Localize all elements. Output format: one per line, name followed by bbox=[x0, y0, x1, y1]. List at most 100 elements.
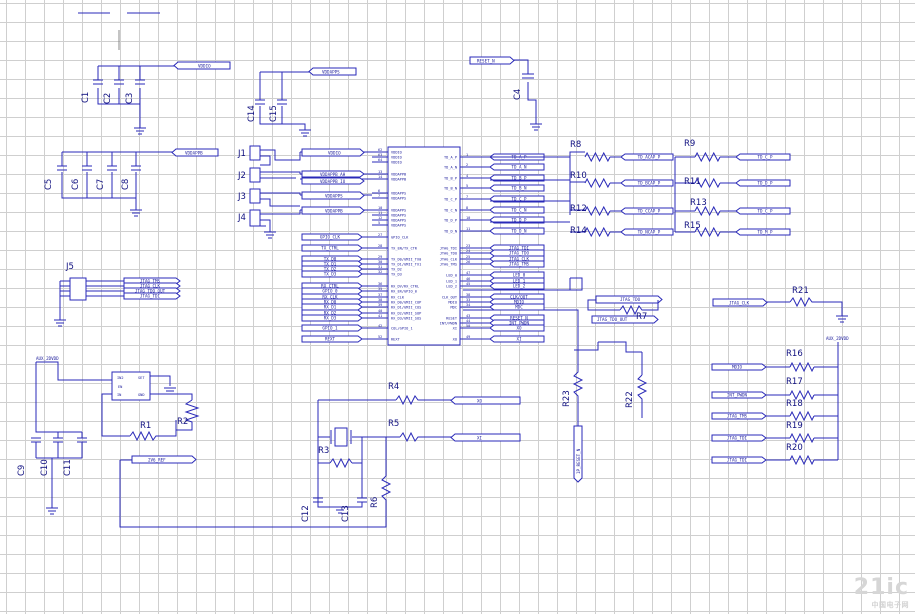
td-out-net-label: TD_D_P bbox=[757, 181, 773, 186]
ref-c15: C15 bbox=[269, 105, 279, 122]
decoupling-group-vddapps: VDDAPPS C14 C15 bbox=[247, 67, 357, 137]
phy-net-label: JTAG_CLK bbox=[509, 257, 530, 262]
ref-r21: R21 bbox=[792, 286, 809, 296]
ref-j1: J1 bbox=[237, 149, 246, 159]
frame-marks bbox=[78, 12, 160, 50]
mii-net-label: TX_D1 bbox=[324, 262, 337, 267]
mii-net-label: TX_D0 bbox=[324, 257, 337, 262]
mii-net-label-flag bbox=[301, 303, 363, 311]
ref-j5: J5 bbox=[65, 262, 74, 272]
mii-net-label: RX_D1 bbox=[324, 305, 337, 310]
ic-left-pin-number: 5 bbox=[378, 221, 380, 225]
jumper-group: J1 J2 J3 J4 VDDIO VDDAPPB_AH VDDAPPB_IO … bbox=[237, 145, 372, 239]
td-cap-net-label: TD_ACAP_P bbox=[638, 155, 661, 160]
ic-left-pin-number: 13 bbox=[378, 170, 382, 174]
mii-net-label: GPIO_0 bbox=[322, 289, 338, 294]
net-label-j1: VDDIO bbox=[328, 151, 341, 156]
net-label-j2a: VDDAPPB_AH bbox=[320, 172, 346, 177]
ic-left-pin-number: 12 bbox=[378, 216, 382, 220]
ic-left-pin-number: 28 bbox=[378, 244, 382, 248]
td-series-resistor bbox=[584, 177, 611, 189]
ic-left-pin-number: 40 bbox=[378, 309, 382, 313]
ic-right-pin-name: TD_B_N bbox=[444, 186, 457, 190]
ic-right-pin-number: 1 bbox=[466, 153, 468, 157]
mii-net-label: TX_CTRL bbox=[321, 246, 339, 251]
ic-right-pin-name: LED_1 bbox=[446, 279, 457, 283]
ic-left-pin-name: VDDAPPB bbox=[391, 177, 406, 181]
j5-net-label: JTAG_TDI bbox=[140, 294, 161, 299]
mii-net-label: TX_D3 bbox=[324, 272, 337, 277]
ic-left-pin-name: RX_D3/GMII_SOS bbox=[391, 316, 421, 320]
td-out-net-label: TD_C_P bbox=[757, 209, 773, 214]
phy-net-label: TD_B_N bbox=[511, 186, 527, 191]
ref-r5: R5 bbox=[388, 419, 399, 429]
ic-left-pin-number: 14 bbox=[378, 175, 382, 179]
pullup-net-label-flag bbox=[711, 363, 767, 371]
phy-net-label-flag bbox=[489, 335, 545, 343]
phy-net-label: LED_0 bbox=[513, 273, 526, 278]
ic-right-pin-number: 10 bbox=[466, 216, 470, 220]
ref-c11: C11 bbox=[63, 459, 73, 476]
td-out-net-label-flag bbox=[735, 207, 791, 215]
j5-net-label-flag bbox=[123, 292, 181, 300]
ic-right-pin-number: 44 bbox=[466, 319, 470, 323]
ic-right-pin-name: TD_C_N bbox=[444, 208, 457, 212]
crystal-section: XO XI R4 R5 R3 R6 C12 C13 bbox=[301, 382, 521, 522]
ic-left-pin-name: RX_ER/GPIO_0 bbox=[391, 289, 417, 293]
ic-left-pin-name: VDDAPPS bbox=[391, 208, 406, 212]
mii-net-label: TX_D2 bbox=[324, 267, 337, 272]
ref-c7: C7 bbox=[96, 179, 106, 190]
ref-r2: R2 bbox=[177, 417, 188, 427]
reg-pin-gnd: GND bbox=[138, 393, 145, 397]
ic-right-pin-name: TD_B_P bbox=[444, 176, 457, 180]
ref-c3: C3 bbox=[125, 93, 135, 104]
ic-left-pin-name: RX_D0/GMII_COP bbox=[391, 300, 421, 304]
ref-c12: C12 bbox=[301, 505, 311, 522]
ic-right-pin-number: 47 bbox=[466, 271, 470, 275]
ref-r20: R20 bbox=[786, 443, 803, 453]
td-out-net-label-flag bbox=[735, 153, 791, 161]
td-far-resistor bbox=[694, 205, 721, 217]
ic-left-pin-number: 36 bbox=[378, 282, 382, 286]
ic-left-pin-number: 31 bbox=[378, 265, 382, 269]
mii-net-labels: GPIO_CLKTX_CTRLTX_D0TX_D1TX_D2TX_D3RX_CT… bbox=[301, 233, 372, 343]
ref-c9: C9 bbox=[17, 465, 27, 476]
pullup-resistor bbox=[789, 410, 815, 422]
ic-left-pin-number: 7 bbox=[378, 194, 380, 198]
td-out-net-label: TD_M_P bbox=[757, 230, 773, 235]
ic-right-pin-name: LED_0 bbox=[446, 273, 457, 277]
decoupling-group-vddappb: VDDAPPB C5 C6 C7 C8 bbox=[44, 148, 219, 217]
ic-left-pin-name: TX_EN/TX_CTR bbox=[391, 246, 418, 250]
mii-net-label-flag bbox=[301, 324, 363, 332]
mii-net-label: RX_D3 bbox=[324, 316, 337, 321]
ref-r9: R9 bbox=[684, 139, 695, 149]
ref-c8: C8 bbox=[121, 179, 131, 190]
td-out-net-label-flag bbox=[735, 228, 791, 236]
net-label-xi: XI bbox=[477, 436, 483, 441]
ic-right-pin-number: 38 bbox=[466, 293, 470, 297]
watermark-sub: 中国电子网 bbox=[871, 601, 909, 609]
mii-net-label-flag bbox=[301, 270, 363, 278]
net-label-reset-top: RESET_N bbox=[477, 59, 495, 64]
watermark-logo: 21ic 中国电子网 bbox=[854, 575, 909, 610]
ic-right-pin-name: XI bbox=[453, 326, 457, 330]
ref-j2: J2 bbox=[237, 171, 246, 181]
ic-right-pin-name: TD_D_P bbox=[444, 218, 457, 222]
ref-c4: C4 bbox=[513, 89, 523, 100]
net-label-j2b: VDDAPPB_IO bbox=[320, 179, 346, 184]
ic-right-pin-number: 26 bbox=[466, 260, 470, 264]
ref-r6: R6 bbox=[370, 497, 380, 508]
ic-left-pin-name: RX_CLK bbox=[391, 295, 405, 299]
ic-left-pin-number: 38 bbox=[378, 298, 382, 302]
ic-left-pin-number: 39 bbox=[378, 303, 382, 307]
net-label-jtag-tdo: JTAG_TDO bbox=[620, 297, 641, 302]
phy-net-label-flag bbox=[489, 324, 545, 332]
ic-left-pin-name: VDDAPPS bbox=[391, 213, 406, 217]
phy-net-label-flag bbox=[489, 184, 545, 192]
ic-right-pin-name: RESET bbox=[446, 316, 458, 320]
mii-net-label: RX_D0 bbox=[324, 300, 337, 305]
reset-cap-group: RESET_N C4 bbox=[469, 56, 542, 131]
